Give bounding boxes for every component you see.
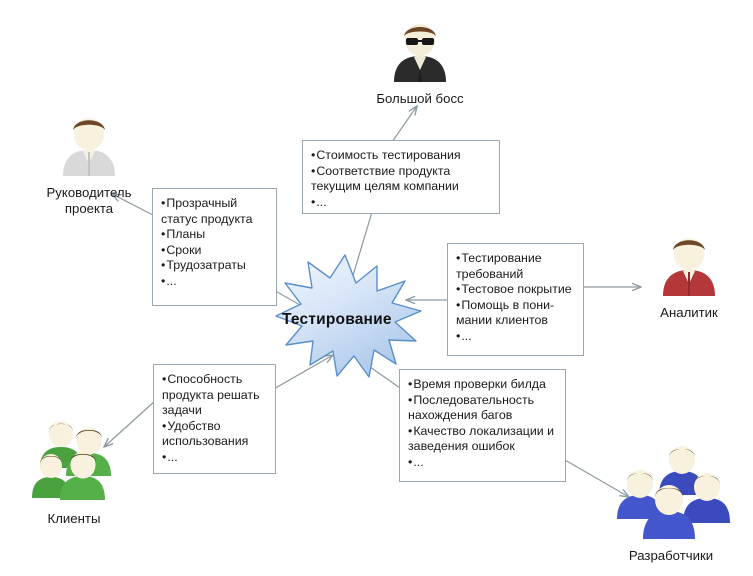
box-item: •... xyxy=(162,449,178,464)
bullet-icon: • xyxy=(161,227,167,242)
bullet-icon: • xyxy=(456,282,462,297)
box-item: •Удобство xyxy=(162,418,221,433)
actor-project-manager[interactable]: Руководитель проекта xyxy=(24,106,154,217)
bullet-icon: • xyxy=(162,372,168,386)
box-item: •Время проверки билда xyxy=(408,377,546,391)
actor-label-big-boss: Большой босс xyxy=(376,91,464,106)
box-item: •... xyxy=(456,328,472,343)
clients-group-icon xyxy=(32,421,111,500)
box-item: продукта решать xyxy=(162,387,260,402)
bullet-icon: • xyxy=(311,163,317,178)
arrow-box-to-big-boss xyxy=(391,106,417,143)
center-label: Тестирование xyxy=(282,311,392,328)
bullet-icon: • xyxy=(408,377,414,391)
bullet-icon: • xyxy=(408,392,414,407)
arrow-box-to-center-bottom-right xyxy=(363,362,401,389)
arrow-box-to-center-top xyxy=(349,211,373,289)
arrow-box-to-center-left xyxy=(271,288,314,313)
bullet-icon: • xyxy=(161,196,167,210)
actor-big-boss[interactable]: Большой босс xyxy=(363,14,477,107)
box-item: •... xyxy=(311,194,327,209)
actor-label-developers: Разработчики xyxy=(628,548,714,563)
box-item: •... xyxy=(161,273,177,288)
box-item: использования xyxy=(162,434,249,449)
box-big-boss: •Стоимость тестирования•Соответствие про… xyxy=(302,140,500,214)
box-item: •Сроки xyxy=(161,242,202,257)
actor-label-project-manager: Руководитель проекта xyxy=(46,185,132,216)
box-developers-list: •Время проверки билда•Последовательность… xyxy=(408,377,557,471)
bullet-icon: • xyxy=(408,454,414,469)
bullet-icon: • xyxy=(456,328,462,343)
box-item: задачи xyxy=(162,403,202,418)
bullet-icon: • xyxy=(161,258,167,273)
box-item: •Способность xyxy=(162,372,243,386)
box-item: •Планы xyxy=(161,227,206,242)
arrow-box-to-center-bottom-left xyxy=(271,355,333,391)
box-item: •Трудозатраты xyxy=(161,258,246,273)
bullet-icon: • xyxy=(162,418,168,433)
bullet-icon: • xyxy=(311,194,317,209)
actor-label-clients: Клиенты xyxy=(47,511,101,526)
bullet-icon: • xyxy=(162,449,168,464)
actor-clients[interactable]: Клиенты xyxy=(14,398,134,527)
box-item: •Качество локализации и xyxy=(408,423,555,438)
box-item: •Соответствие продукта xyxy=(311,163,451,178)
bullet-icon: • xyxy=(456,297,462,312)
box-item: •Стоимость тестирования xyxy=(311,148,461,162)
bullet-icon: • xyxy=(456,251,462,265)
bullet-icon: • xyxy=(161,242,167,257)
bullet-icon: • xyxy=(161,273,167,288)
box-item: мании клиентов xyxy=(456,313,548,328)
bullet-icon: • xyxy=(408,423,414,438)
box-big-boss-list: •Стоимость тестирования•Соответствие про… xyxy=(311,148,491,210)
box-item: •Тестовое покрытие xyxy=(456,282,572,297)
box-item: нахождения багов xyxy=(408,408,513,423)
actor-label-analyst: Аналитик xyxy=(660,305,718,320)
box-item: •... xyxy=(408,454,424,469)
box-item: текущим целям компании xyxy=(311,179,459,194)
box-developers: •Время проверки билда•Последовательность… xyxy=(399,369,566,482)
actor-developers[interactable]: Разработчики xyxy=(596,443,746,564)
box-item: •Помощь в пони- xyxy=(456,297,555,312)
box-item: заведения ошибок xyxy=(408,439,515,454)
analyst-icon xyxy=(663,238,715,296)
bullet-icon: • xyxy=(311,148,317,162)
actor-analyst[interactable]: Аналитик xyxy=(635,228,743,321)
box-item: •Прозрачный xyxy=(161,196,238,210)
box-item: •Тестирование xyxy=(456,251,542,265)
developers-group-icon xyxy=(617,446,730,539)
project-manager-icon xyxy=(63,118,115,176)
box-item: требований xyxy=(456,266,524,281)
box-item: статус продукта xyxy=(161,211,253,226)
big-boss-icon xyxy=(393,24,447,85)
box-item: •Последовательность xyxy=(408,392,535,407)
